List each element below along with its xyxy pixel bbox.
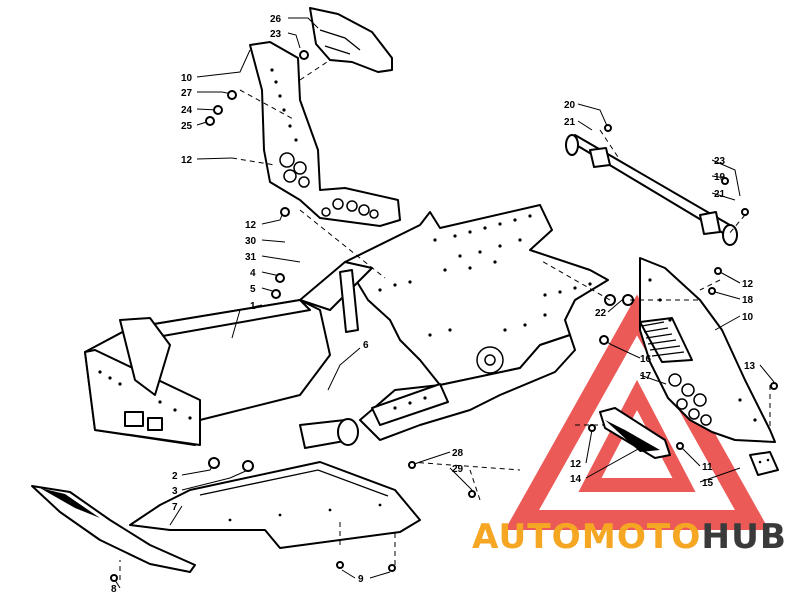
callout-label: 10 — [181, 73, 193, 84]
callout-label: 16 — [640, 354, 652, 365]
callout-label: 19 — [714, 172, 726, 183]
callout-label: 26 — [270, 14, 282, 25]
callout-label: 1 — [250, 301, 256, 312]
hardware — [110, 50, 778, 582]
callout-label: 11 — [702, 462, 713, 473]
callout-label: 23 — [270, 29, 282, 40]
callout-label: 15 — [702, 478, 714, 489]
callout-label: 12 — [742, 279, 754, 290]
mesh-grid — [641, 321, 685, 357]
assembly-lines — [119, 59, 771, 580]
callout-label: 25 — [181, 121, 193, 132]
callout-label: 20 — [564, 100, 576, 111]
steering-shaft-part — [565, 134, 738, 306]
callout-label: 9 — [358, 574, 364, 585]
callout-label: 24 — [181, 105, 193, 116]
callout-label: 6 — [363, 340, 369, 351]
callout-label: 7 — [172, 502, 178, 513]
small-plate-part — [749, 451, 779, 476]
callout-label: 5 — [250, 284, 256, 295]
callout-labels: 26 23 10 27 24 25 12 12 30 31 4 5 1 6 2 … — [111, 14, 756, 595]
callout-label: 14 — [570, 474, 582, 485]
callout-label: 8 — [111, 584, 117, 595]
callout-label: 2 — [172, 471, 178, 482]
skid-plate-part — [129, 461, 421, 549]
callout-label: 13 — [744, 361, 756, 372]
callout-label: 21 — [714, 189, 726, 200]
lower-bracket-part — [599, 407, 671, 459]
side-bulkhead-part — [639, 257, 776, 443]
front-bulkhead-part — [249, 7, 401, 227]
callout-label: 12 — [245, 220, 257, 231]
callout-label: 10 — [742, 312, 754, 323]
callout-label: 30 — [245, 236, 257, 247]
callout-label: 4 — [250, 268, 256, 279]
svg-text:AUTOMOTOHUB: AUTOMOTOHUB — [472, 517, 787, 557]
callout-label: 27 — [181, 88, 193, 99]
callout-label: 21 — [564, 117, 576, 128]
callout-label: 18 — [742, 295, 754, 306]
watermark-text-colored: AUTOMOTO — [472, 517, 701, 557]
watermark-text-dark: HUB — [701, 517, 787, 557]
callout-label: 31 — [245, 252, 257, 263]
callout-label: 28 — [452, 448, 464, 459]
callout-label: 23 — [714, 156, 726, 167]
callout-label: 12 — [181, 155, 193, 166]
watermark-text: AUTOMOTOHUB — [472, 517, 787, 557]
callout-label: 17 — [640, 371, 652, 382]
front-guard-part — [31, 485, 196, 573]
callout-label: 3 — [172, 486, 178, 497]
callout-label: 22 — [595, 308, 607, 319]
callout-label: 29 — [452, 464, 464, 475]
main-chassis-part — [84, 204, 609, 449]
callout-label: 12 — [570, 459, 582, 470]
